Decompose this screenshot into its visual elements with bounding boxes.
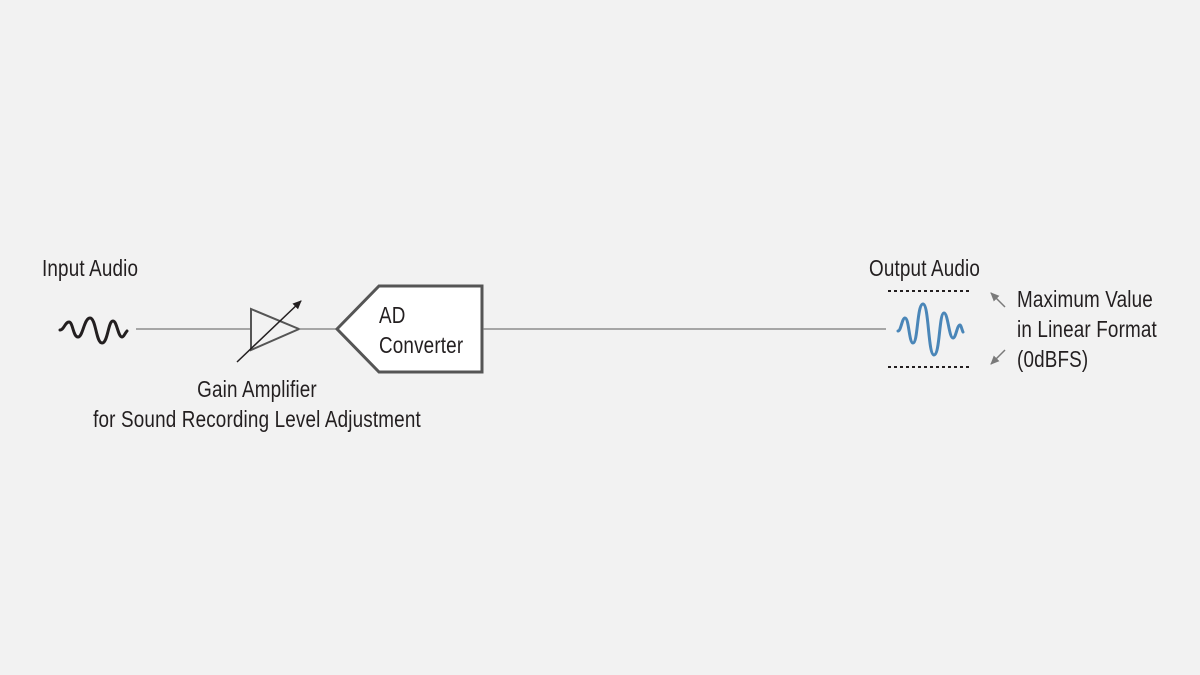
max-value-label-line2: in Linear Format <box>1017 316 1157 342</box>
gain-amplifier-label: Gain Amplifier for Sound Recording Level… <box>93 374 421 434</box>
ad-converter-label-line2: Converter <box>379 332 464 358</box>
max-value-arrow-down-icon <box>990 349 1006 365</box>
max-value-label-line1: Maximum Value <box>1017 286 1153 312</box>
input-wave-icon <box>58 316 129 345</box>
ad-converter-block <box>334 284 484 374</box>
output-audio-label: Output Audio <box>869 255 981 281</box>
variable-gain-arrow-icon <box>236 300 302 363</box>
ad-converter-label: AD Converter <box>379 300 463 360</box>
ad-converter-label-line1: AD <box>379 302 406 328</box>
output-wave-icon <box>896 302 965 357</box>
amplifier-triangle-icon <box>250 307 302 352</box>
gain-amplifier-label-line2: for Sound Recording Level Adjustment <box>93 406 421 432</box>
max-value-label: Maximum Value in Linear Format (0dBFS) <box>1017 284 1157 374</box>
gain-amplifier-label-line1: Gain Amplifier <box>197 376 317 402</box>
input-audio-label: Input Audio <box>42 255 139 281</box>
max-value-arrow-up-icon <box>990 292 1006 308</box>
max-value-label-line3: (0dBFS) <box>1017 346 1089 372</box>
